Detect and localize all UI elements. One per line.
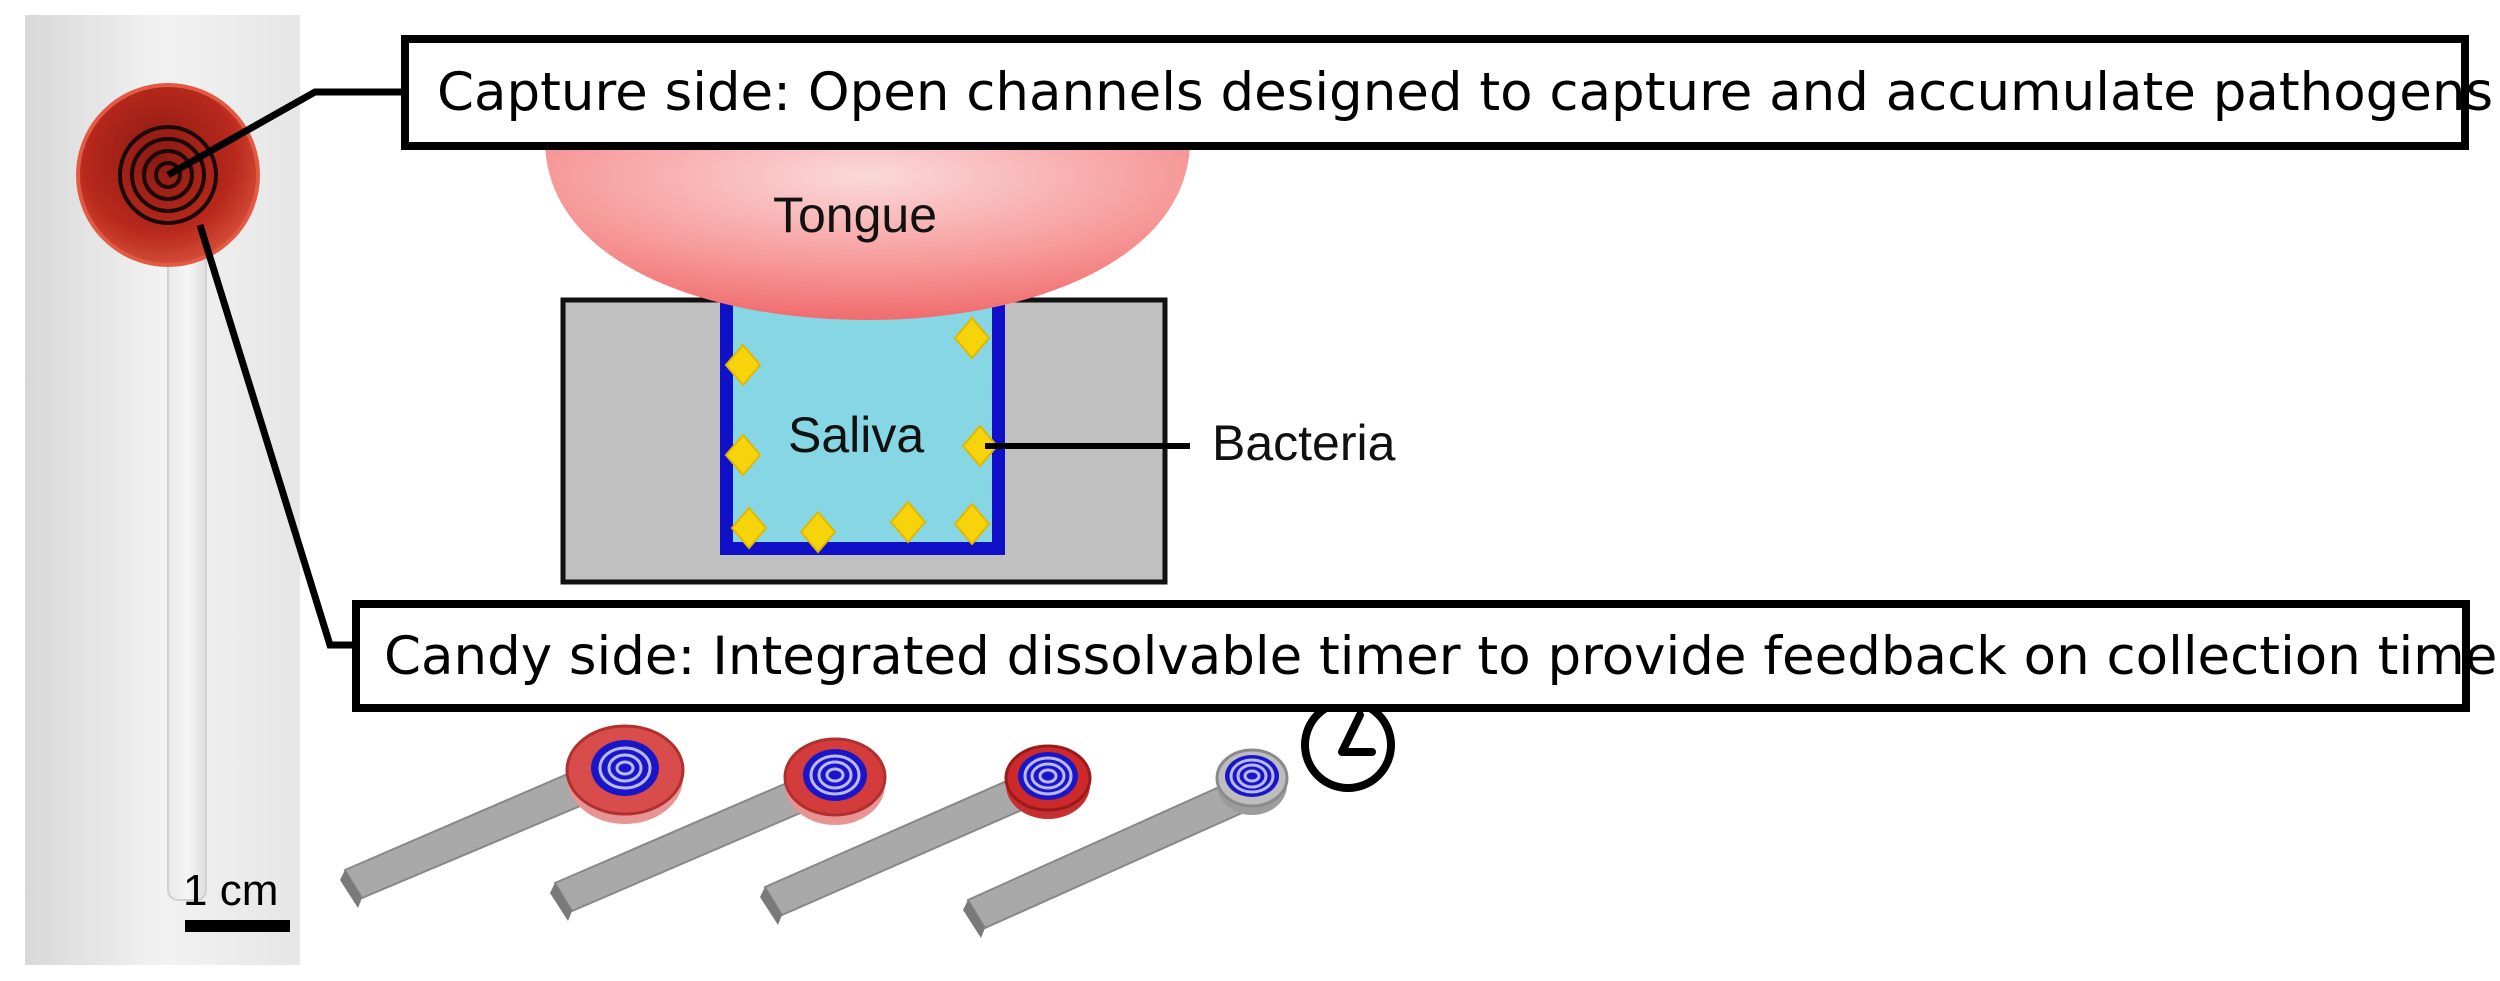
channel-cross-section	[560, 297, 1168, 585]
callout-leader-lines	[166, 88, 405, 649]
bacteria-marker	[889, 500, 927, 544]
spiral-channel-icon	[118, 125, 218, 225]
saliva-label: Saliva	[788, 407, 924, 463]
candy-side-caption: Candy side: Integrated dissolvable timer…	[384, 625, 2498, 687]
scale-bar-label: 1 cm	[183, 866, 278, 915]
lollipop-stage-4	[963, 748, 1289, 938]
bacteria-marker	[953, 502, 991, 546]
capture-side-callout: Capture side: Open channels designed to …	[401, 35, 2493, 150]
lollipop-stage-1	[340, 724, 685, 908]
bacteria-marker	[953, 316, 991, 360]
scale-bar	[185, 920, 290, 932]
tongue-shape	[545, 140, 1190, 320]
bacteria-marker	[724, 343, 762, 387]
tongue-label: Tongue	[773, 187, 937, 243]
photo-lollipop	[25, 15, 300, 965]
bacteria-label: Bacteria	[1212, 415, 1396, 471]
bacteria-marker	[730, 506, 768, 550]
bacteria-markers	[724, 316, 999, 554]
bacteria-marker	[961, 424, 999, 468]
lollipop-stage-3	[760, 744, 1092, 925]
timer-clock-icon	[1301, 698, 1395, 792]
bacteria-marker	[799, 510, 837, 554]
candy-side-callout: Candy side: Integrated dissolvable timer…	[352, 600, 2497, 712]
lollipop-stage-2	[550, 737, 887, 921]
bacteria-marker	[724, 433, 762, 477]
capture-side-caption: Capture side: Open channels designed to …	[437, 62, 2494, 123]
lollipop-series	[340, 724, 1289, 938]
